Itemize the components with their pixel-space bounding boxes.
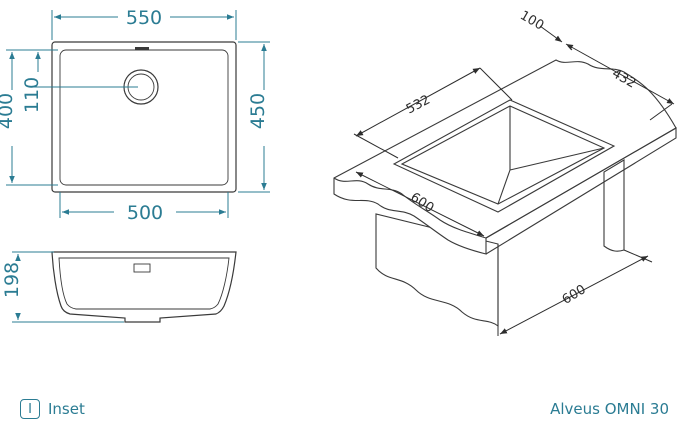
- isometric-view: 100 532 432 600 600: [333, 8, 677, 336]
- dim-section-depth: 198: [1, 262, 23, 298]
- dim-rim-width: 100: [517, 8, 546, 33]
- dim-bowl-depth: 400: [0, 93, 17, 129]
- countertop-side-edge: [485, 127, 677, 255]
- sink-section-outline: [51, 251, 237, 323]
- inset-badge-icon: I: [20, 399, 40, 419]
- installation-legend: I Inset: [20, 399, 85, 419]
- dim-drain-offset: 110: [21, 77, 43, 113]
- section-view: 198: [1, 251, 237, 323]
- dim-bowl-width: 500: [127, 202, 163, 224]
- overflow-slot: [135, 47, 149, 50]
- legend-label: Inset: [48, 400, 85, 418]
- dim-outer-width: 550: [126, 7, 162, 29]
- overflow-opening: [133, 263, 151, 273]
- sink-outer-outline: [51, 41, 237, 193]
- cabinet-right-wall: [603, 159, 625, 252]
- dim-cabinet-width: 600: [560, 282, 589, 308]
- bowl-inner-outline: [58, 257, 230, 310]
- top-view: 550 500 450 400 110: [0, 7, 270, 224]
- dim-outer-depth: 450: [247, 93, 269, 129]
- model-name: Alveus OMNI 30: [550, 400, 669, 418]
